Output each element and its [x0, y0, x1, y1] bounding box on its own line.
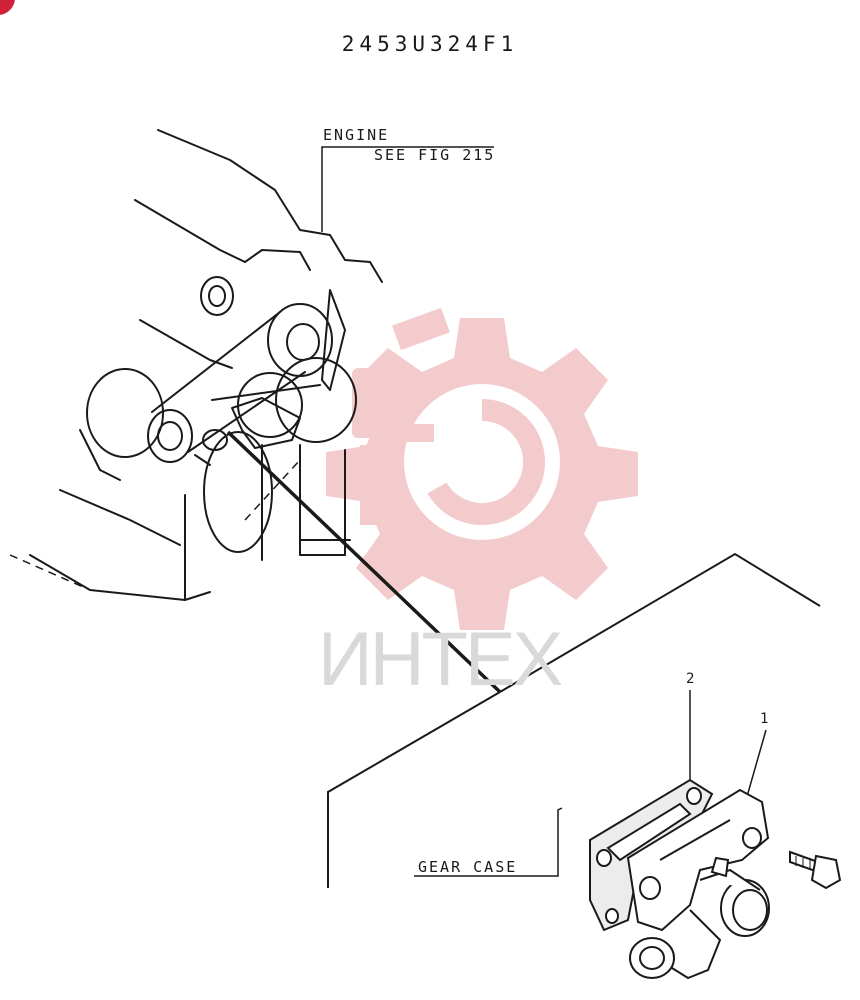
- gear-case-label: GEAR CASE: [418, 858, 518, 876]
- watermark-text: ИНТЕХ: [318, 617, 563, 702]
- part-number-1: 1: [760, 711, 769, 727]
- detail-frame: [327, 552, 821, 888]
- connection-line: [226, 430, 502, 694]
- corner-badge: [0, 0, 15, 15]
- bolt: [789, 850, 842, 890]
- gear-case-leader: [414, 807, 563, 877]
- dashed-leaders: [9, 459, 301, 591]
- watermark-gear-logo: [326, 307, 638, 630]
- see-fig-label: SEE FIG 215: [374, 146, 496, 164]
- part-leaders: [689, 690, 767, 801]
- engine-callout-leader: [321, 146, 494, 232]
- water-pump-part-1: [626, 788, 770, 980]
- engine-label: ENGINE: [323, 126, 390, 144]
- figure-reference-code: 2453U324F1: [341, 32, 519, 56]
- part-number-2: 2: [686, 671, 695, 687]
- engine-assembly: [29, 129, 383, 601]
